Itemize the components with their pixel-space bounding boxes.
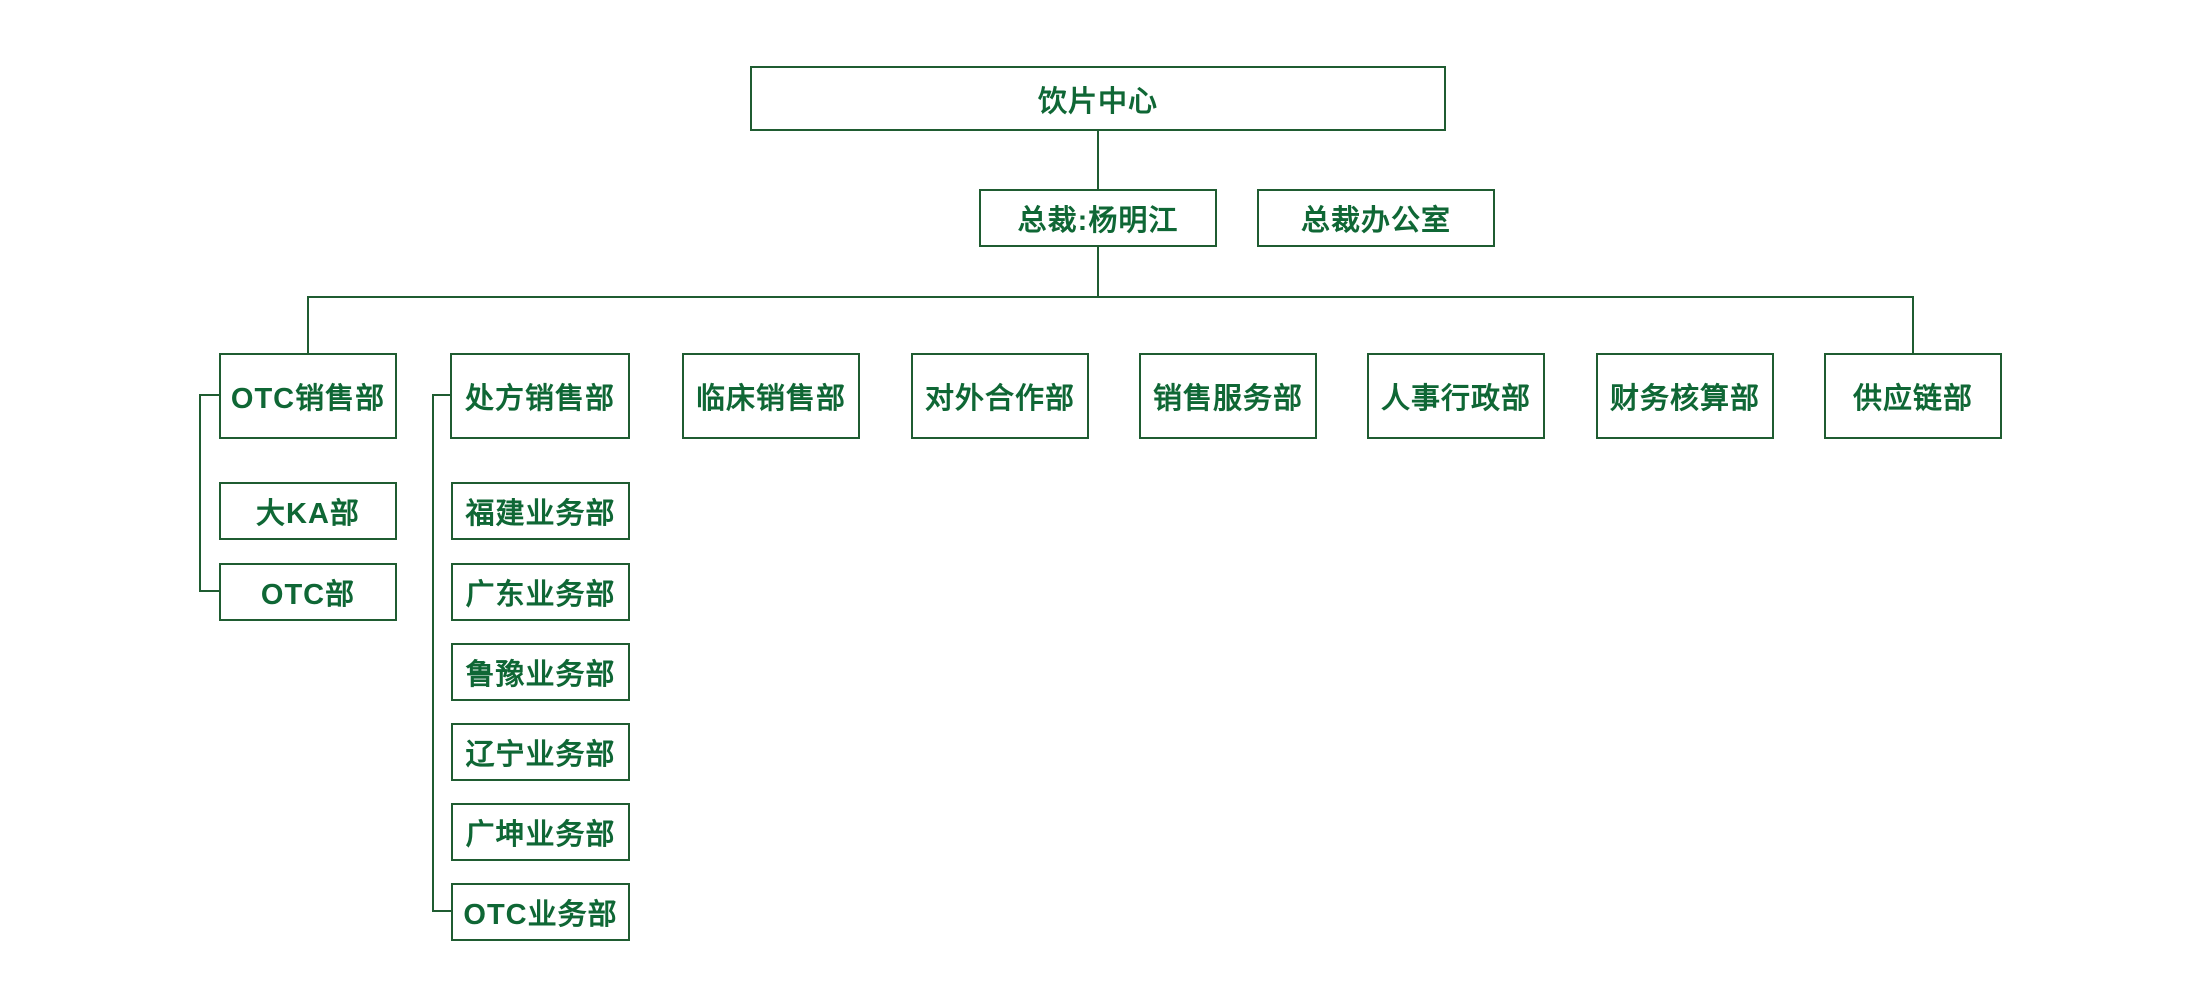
node-dept-prescription-sales[interactable]: 处方销售部 — [450, 353, 630, 439]
connector-root-to-president — [1097, 131, 1099, 189]
node-president[interactable]: 总裁:杨明江 — [979, 189, 1217, 247]
node-luyu-business-dept[interactable]: 鲁豫业务部 — [451, 643, 630, 701]
connector-prescription-column-elbow — [432, 910, 451, 912]
connector-prescription-column-vertical — [432, 394, 434, 912]
connector-prescription-column-stub — [432, 394, 450, 396]
node-dept-hr-admin[interactable]: 人事行政部 — [1367, 353, 1545, 439]
node-otc-business-dept[interactable]: OTC业务部 — [451, 883, 630, 941]
node-dept-otc-sales[interactable]: OTC销售部 — [219, 353, 397, 439]
node-liaoning-business-dept[interactable]: 辽宁业务部 — [451, 723, 630, 781]
connector-bus-to-supply-chain — [1912, 296, 1914, 353]
node-guangdong-business-dept[interactable]: 广东业务部 — [451, 563, 630, 621]
node-dept-finance-accounting[interactable]: 财务核算部 — [1596, 353, 1774, 439]
node-fujian-business-dept[interactable]: 福建业务部 — [451, 482, 630, 540]
node-big-ka-dept[interactable]: 大KA部 — [219, 482, 397, 540]
connector-bus-to-otc-sales — [307, 296, 309, 353]
node-dept-sales-service[interactable]: 销售服务部 — [1139, 353, 1317, 439]
connector-president-to-bus — [1097, 247, 1099, 296]
connector-otc-column-vertical — [199, 394, 201, 592]
node-dept-external-cooperation[interactable]: 对外合作部 — [911, 353, 1089, 439]
node-president-office[interactable]: 总裁办公室 — [1257, 189, 1495, 247]
connector-otc-column-stub — [199, 394, 219, 396]
connector-otc-column-elbow — [199, 590, 219, 592]
node-guangkun-business-dept[interactable]: 广坤业务部 — [451, 803, 630, 861]
node-dept-clinical-sales[interactable]: 临床销售部 — [682, 353, 860, 439]
node-dept-supply-chain[interactable]: 供应链部 — [1824, 353, 2002, 439]
node-root[interactable]: 饮片中心 — [750, 66, 1446, 131]
connector-department-bus — [308, 296, 1914, 298]
node-otc-dept[interactable]: OTC部 — [219, 563, 397, 621]
